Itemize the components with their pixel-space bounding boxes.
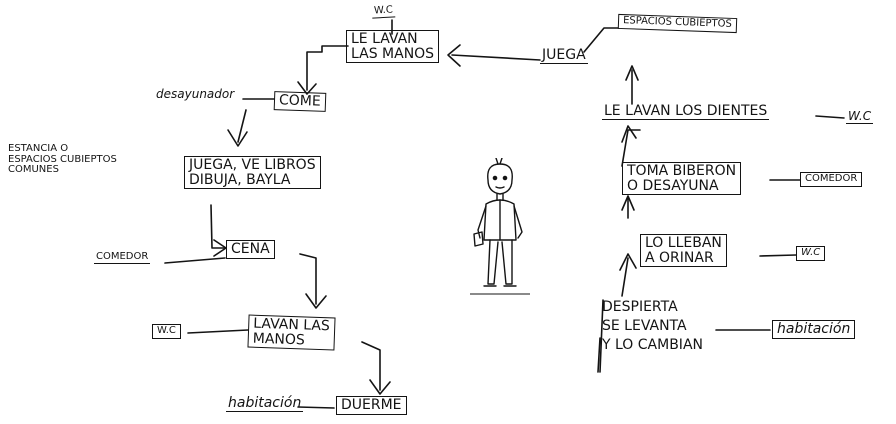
node-juega-ve-libros-line-1: JUEGA, VE LIBROS [189,157,316,173]
label-wc-top: W.C [371,5,396,19]
node-le-lavan-las-manos-line-2: LAS MANOS [351,45,435,62]
label-estancia-line-3: COMUNES [8,164,59,175]
node-duerme: DUERME [336,396,407,415]
node-juega-ve-libros-line-2: DIBUJA, BAYLA [189,171,291,188]
label-comedor-left: COMEDOR [94,251,151,264]
node-le-lavan-los-dientes: LE LAVAN LOS DIENTES [602,103,770,120]
label-estancia: ESTANCIA O ESPACIOS CUBIEPTOS COMUNES [8,143,117,176]
node-come: COME [273,91,327,112]
node-despierta-line-3: Y LO CAMBIAN [602,336,703,353]
node-lo-lleban-line-2: A ORINAR [645,249,714,266]
node-juega-top: JUEGA [540,47,588,64]
child-figure-icon [470,158,530,295]
node-despierta: DESPIERTA SE LEVANTA Y LO CAMBIAN [602,298,703,355]
node-despierta-line-1: DESPIERTA [602,299,678,315]
node-le-lavan-las-manos: LE LAVAN LAS MANOS [346,30,440,64]
node-cena: CENA [226,240,275,259]
node-juega-ve-libros: JUEGA, VE LIBROS DIBUJA, BAYLA [184,156,321,190]
node-le-lavan-las-manos-line-1: LE LAVAN [351,31,418,47]
node-toma-biberon: TOMA BIBERON O DESAYUNA [622,162,742,196]
node-lo-lleban-line-1: LO LLEBAN [645,235,722,251]
node-lo-lleban: LO LLEBAN A ORINAR [640,234,727,268]
label-habitacion-right: habitación [772,320,856,339]
label-estancia-line-2: ESPACIOS CUBIEPTOS [8,153,117,165]
label-habitacion-bottom: habitación [226,395,304,412]
label-desayunador: desayunador [156,87,235,101]
node-despierta-line-2: SE LEVANTA [602,317,687,334]
label-comedor-right: COMEDOR [800,172,863,187]
label-wc-right-top: W.C [846,109,874,124]
label-wc-right-mid: W.C [796,246,826,261]
node-toma-biberon-line-1: TOMA BIBERON [627,163,737,179]
node-lavan-las-manos: LAVAN LAS MANOS [247,314,336,351]
node-toma-biberon-line-2: O DESAYUNA [627,177,719,194]
label-wc-left: W.C [152,324,181,339]
label-estancia-line-1: ESTANCIA O [8,143,69,154]
